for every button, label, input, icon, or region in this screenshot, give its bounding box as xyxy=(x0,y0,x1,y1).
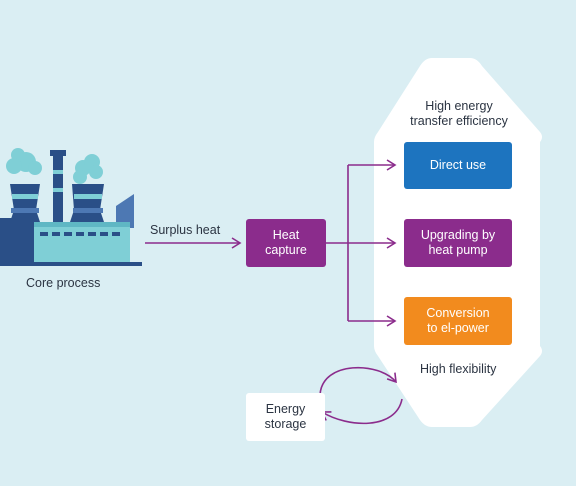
surplus-heat-label: Surplus heat xyxy=(150,223,221,237)
energy-storage-node: Energy storage xyxy=(246,393,325,441)
core-process-label: Core process xyxy=(26,276,101,290)
upgrading-node: Upgrading by heat pump xyxy=(404,219,512,267)
high-flexibility-label: High flexibility xyxy=(420,362,497,376)
storage-loop-upper xyxy=(319,366,397,396)
storage-loop-lower xyxy=(320,398,403,425)
heat-capture-node: Heat capture xyxy=(246,219,326,267)
conversion-node: Conversion to el-power xyxy=(404,297,512,345)
direct-use-node: Direct use xyxy=(404,142,512,189)
high-efficiency-label: High energy transfer efficiency xyxy=(410,99,508,128)
